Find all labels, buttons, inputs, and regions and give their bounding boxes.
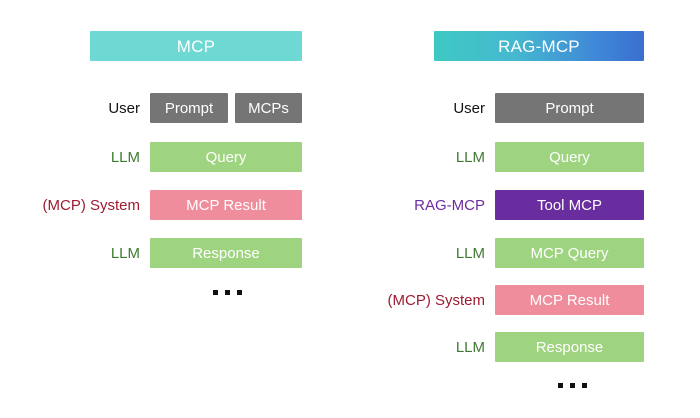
bar-tool-mcp: Tool MCP bbox=[495, 190, 644, 220]
row-rag-toolmcp: RAG-MCP Tool MCP bbox=[414, 190, 644, 220]
row-rag-llm-mcpquery: LLM MCP Query bbox=[456, 238, 644, 268]
row-mcp-llm-response: LLM Response bbox=[111, 238, 302, 268]
row-actor-label-user: User bbox=[453, 99, 485, 117]
row-actor-label-llm-2: LLM bbox=[110, 244, 140, 262]
banner-rag-mcp: RAG-MCP bbox=[434, 31, 644, 61]
bar-label-response: Response bbox=[535, 338, 604, 356]
bar-query: Query bbox=[150, 142, 302, 172]
banner-mcp: MCP bbox=[90, 31, 302, 61]
bar-response: Response bbox=[495, 332, 644, 362]
bar-label-query: Query bbox=[205, 148, 247, 166]
ellipsis-dot bbox=[582, 383, 587, 388]
bar-label-mcp-query: MCP Query bbox=[530, 244, 609, 262]
ellipsis-dot bbox=[213, 290, 218, 295]
bar-label-query: Query bbox=[549, 148, 590, 166]
bar-mcps: MCPs bbox=[235, 93, 302, 123]
row-rag-llm-query: LLM Query bbox=[456, 142, 644, 172]
row-rag-system-result: (MCP) System MCP Result bbox=[388, 285, 644, 315]
ellipsis-mcp bbox=[213, 290, 242, 295]
bar-label-mcps: MCPs bbox=[248, 99, 289, 117]
bar-query: Query bbox=[495, 142, 644, 172]
row-actor-label-rag-mcp: RAG-MCP bbox=[414, 196, 485, 214]
bar-prompt: Prompt bbox=[150, 93, 228, 123]
row-actor-label-llm-2: LLM bbox=[455, 244, 485, 262]
bar-label-mcp-result: MCP Result bbox=[529, 291, 610, 309]
bar-label-tool-mcp: Tool MCP bbox=[536, 196, 603, 214]
banner-mcp-label: MCP bbox=[176, 36, 216, 56]
row-actor-label-llm-3: LLM bbox=[455, 338, 485, 356]
ellipsis-dot bbox=[225, 290, 230, 295]
banner-rag-mcp-label: RAG-MCP bbox=[498, 36, 580, 56]
row-mcp-user: User Prompt MCPs bbox=[108, 93, 302, 123]
panel-rag-mcp: RAG-MCP User Prompt LLM Query RAG-MCP To… bbox=[350, 0, 700, 418]
bar-prompt: Prompt bbox=[495, 93, 644, 123]
bar-mcp-result: MCP Result bbox=[150, 190, 302, 220]
ellipsis-rag-mcp bbox=[558, 383, 587, 388]
row-actor-label-mcp-system: (MCP) System bbox=[42, 196, 141, 214]
ellipsis-dot bbox=[570, 383, 575, 388]
bar-label-response: Response bbox=[192, 244, 260, 262]
bar-response: Response bbox=[150, 238, 302, 268]
bar-label-prompt: Prompt bbox=[545, 99, 594, 117]
row-mcp-system-result: (MCP) System MCP Result bbox=[43, 190, 302, 220]
row-mcp-llm-query: LLM Query bbox=[111, 142, 302, 172]
row-actor-label-llm: LLM bbox=[110, 148, 140, 166]
bar-mcp-result: MCP Result bbox=[495, 285, 644, 315]
panel-mcp: MCP User Prompt MCPs LLM Query (MCP) Sys… bbox=[43, 31, 302, 295]
bar-mcp-query: MCP Query bbox=[495, 238, 644, 268]
ellipsis-dot bbox=[237, 290, 242, 295]
row-rag-llm-response: LLM Response bbox=[456, 332, 644, 362]
bar-label-mcp-result: MCP Result bbox=[186, 196, 266, 214]
row-rag-user: User Prompt bbox=[453, 93, 644, 123]
row-actor-label-mcp-system: (MCP) System bbox=[387, 291, 486, 309]
bar-label-prompt: Prompt bbox=[164, 99, 214, 117]
row-actor-label-llm: LLM bbox=[455, 148, 485, 166]
row-actor-label-user: User bbox=[108, 99, 140, 117]
ellipsis-dot bbox=[558, 383, 563, 388]
